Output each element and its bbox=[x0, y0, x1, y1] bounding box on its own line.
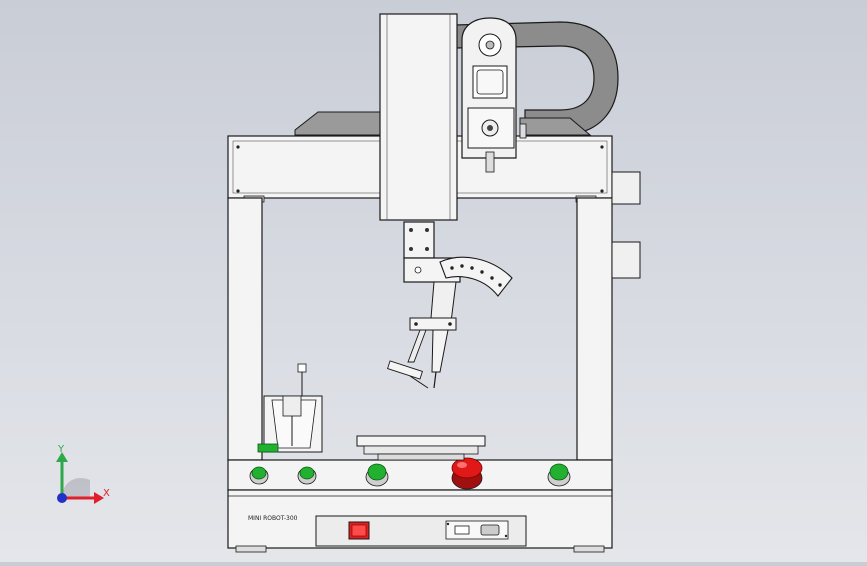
reset-button[interactable] bbox=[547, 463, 571, 487]
frame-right-column bbox=[576, 197, 613, 461]
emergency-stop-button[interactable] bbox=[451, 457, 483, 490]
top-back-plate bbox=[294, 111, 592, 136]
db9-connector bbox=[445, 520, 509, 540]
start-button[interactable] bbox=[365, 463, 389, 487]
dispensing-syringe bbox=[387, 281, 457, 389]
x-axis-label: X bbox=[103, 488, 110, 499]
x-carriage-plate bbox=[461, 17, 527, 173]
green-button-2[interactable] bbox=[297, 466, 317, 485]
tool-station bbox=[257, 363, 323, 453]
side-connector-boxes bbox=[611, 171, 641, 279]
angle-adjust-bracket bbox=[439, 256, 513, 297]
work-table bbox=[356, 435, 486, 461]
model-label: MINI ROBOT-300 bbox=[248, 515, 298, 522]
frame-left-column bbox=[227, 197, 263, 461]
base-control-panel bbox=[227, 459, 613, 553]
vertical-carriage bbox=[379, 13, 458, 221]
y-axis-label: Y bbox=[57, 444, 65, 455]
coordinate-triad: Y X bbox=[56, 444, 110, 504]
green-button-1[interactable] bbox=[249, 466, 269, 485]
power-switch[interactable] bbox=[348, 521, 370, 540]
